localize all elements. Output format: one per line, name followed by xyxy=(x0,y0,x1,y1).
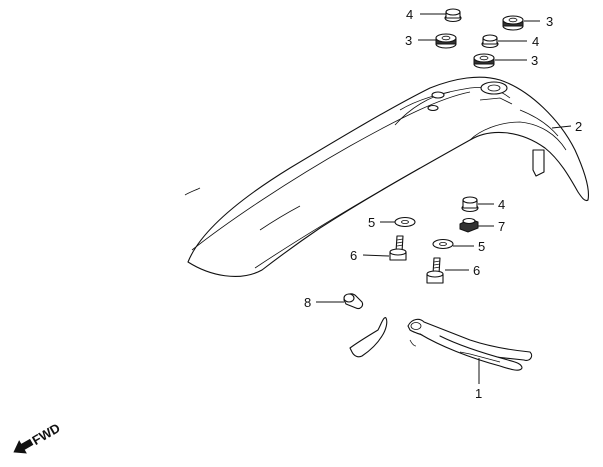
callout-3-top-right: 3 xyxy=(546,14,553,29)
callout-5-lower: 5 xyxy=(478,239,485,254)
rubber-bushing-upper-right xyxy=(502,15,524,31)
bolt-left xyxy=(389,235,407,261)
callout-6-left: 6 xyxy=(350,248,357,263)
callout-7-nut: 7 xyxy=(498,219,505,234)
collar-upper-left xyxy=(444,8,462,23)
arrow-forward-icon xyxy=(13,438,34,454)
cable-guide-bracket xyxy=(349,317,533,371)
front-fender xyxy=(184,76,589,277)
callout-labels: 4 3 3 4 3 2 4 5 7 5 6 6 8 1 xyxy=(304,7,582,401)
rubber-bushing-lower xyxy=(473,53,495,69)
callout-2-fender: 2 xyxy=(575,119,582,134)
callout-3-mid: 3 xyxy=(531,53,538,68)
callout-4-top: 4 xyxy=(406,7,413,22)
collar-lower xyxy=(461,196,479,213)
rubber-bushing-mid-left xyxy=(435,33,457,49)
nut-lower xyxy=(459,217,479,233)
grommet-clip xyxy=(343,293,364,310)
callout-6-right: 6 xyxy=(473,263,480,278)
callout-3-top-left: 3 xyxy=(405,33,412,48)
washer-lower xyxy=(432,238,454,250)
collar-mid-right xyxy=(481,34,499,49)
fwd-label: FWD xyxy=(30,420,63,448)
callout-5-upper: 5 xyxy=(368,215,375,230)
leader-lines xyxy=(316,13,572,384)
callout-8-clip: 8 xyxy=(304,295,311,310)
bolt-right xyxy=(426,257,444,284)
callout-4-mid: 4 xyxy=(532,34,539,49)
fwd-direction-marker: FWD xyxy=(13,420,63,454)
callout-4-lower: 4 xyxy=(498,197,505,212)
callout-1-bracket: 1 xyxy=(475,386,482,401)
washer-upper xyxy=(394,216,416,228)
